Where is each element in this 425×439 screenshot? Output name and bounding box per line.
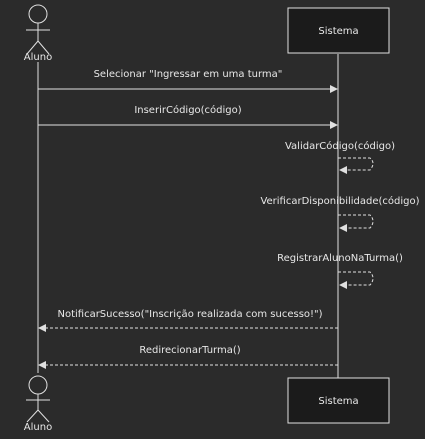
message-label: NotificarSucesso("Inscrição realizada co… (57, 309, 322, 320)
message-label: InserirCódigo(código) (134, 104, 241, 116)
self-call-loop (338, 157, 374, 174)
message-5: RegistrarAlunoNaTurma() (277, 253, 403, 289)
stick-figure-icon (26, 375, 50, 423)
message-6: NotificarSucesso("Inscrição realizada co… (38, 309, 338, 332)
message-label: Selecionar "Ingressar em uma turma" (94, 69, 283, 80)
message-label: ValidarCódigo(código) (285, 140, 395, 152)
sistema-label-top: Sistema (318, 26, 358, 37)
aluno-actor-bottom: Aluno (24, 375, 52, 433)
message-label: VerificarDisponibilidade(código) (260, 195, 419, 207)
message-1: Selecionar "Ingressar em uma turma" (38, 69, 338, 93)
self-call-loop (338, 271, 374, 289)
message-2: InserirCódigo(código) (38, 104, 338, 129)
message-label: RedirecionarTurma() (139, 345, 240, 356)
message-4: VerificarDisponibilidade(código) (260, 195, 420, 232)
aluno-label-bottom: Aluno (24, 422, 52, 433)
message-label: RegistrarAlunoNaTurma() (277, 253, 403, 264)
message-7: RedirecionarTurma() (38, 345, 338, 369)
stick-figure-icon (26, 4, 50, 55)
sistema-box-bottom: Sistema (287, 377, 390, 424)
sistema-label-bottom: Sistema (318, 396, 358, 407)
sistema-box-top: Sistema (287, 7, 390, 54)
self-call-loop (338, 214, 374, 232)
aluno-label-top: Aluno (24, 52, 52, 63)
message-3: ValidarCódigo(código) (285, 140, 395, 174)
aluno-actor-top: Aluno (24, 4, 52, 63)
